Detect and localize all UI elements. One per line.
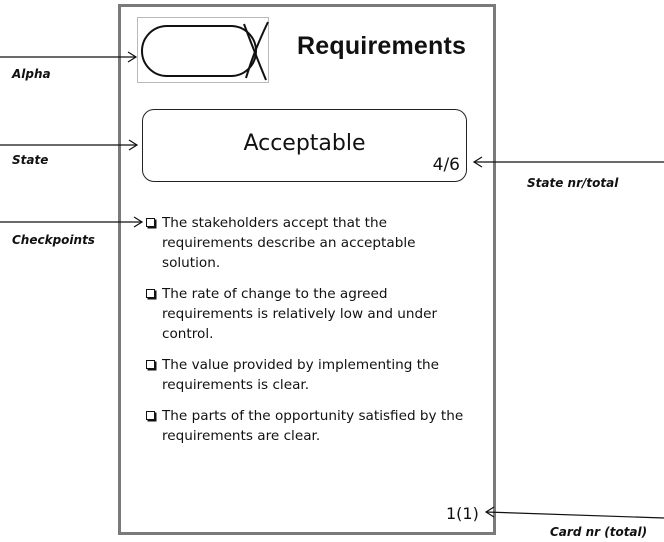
checkpoint-text: The parts of the opportunity satisfied b…: [162, 408, 464, 444]
alpha-state-card: [118, 4, 496, 535]
card-number: 1(1): [446, 504, 479, 523]
checkpoint-text: The rate of change to the agreed require…: [162, 286, 438, 342]
alpha-arrowhead: [127, 51, 138, 63]
alpha-icon: [141, 21, 269, 81]
checkpoint-list: The stakeholders accept that the require…: [146, 213, 466, 457]
annotation-state: State: [12, 153, 49, 167]
annotation-alpha: Alpha: [12, 67, 51, 81]
annotation-checkpoints: Checkpoints: [12, 233, 95, 247]
annotation-state-nr-total: State nr/total: [527, 176, 619, 190]
checkbox-icon: [146, 411, 155, 420]
alpha-icon-frame: [137, 17, 269, 83]
checkpoint-item: The parts of the opportunity satisfied b…: [146, 406, 466, 446]
checkpoint-text: The value provided by implementing the r…: [162, 357, 440, 393]
checkbox-icon: [146, 360, 155, 369]
checkpoint-text: The stakeholders accept that the require…: [162, 215, 416, 271]
checkpoint-item: The stakeholders accept that the require…: [146, 213, 466, 273]
checkbox-icon: [146, 289, 155, 298]
annotation-card-nr-total: Card nr (total): [550, 525, 648, 539]
state-arrowhead: [128, 139, 139, 151]
checkpoint-item: The rate of change to the agreed require…: [146, 284, 466, 344]
checkbox-icon: [146, 218, 155, 227]
state-label: Acceptable: [243, 131, 366, 156]
checkpoint-item: The value provided by implementing the r…: [146, 355, 466, 395]
state-number: 4/6: [432, 155, 460, 175]
state-nr-arrowhead: [472, 156, 483, 168]
card-nr-arrowhead: [484, 506, 495, 518]
card-title: Requirements: [297, 32, 467, 60]
card-nr-arrow: [485, 511, 664, 519]
checkpoints-arrowhead: [133, 216, 144, 228]
state-box: Acceptable 4/6: [142, 109, 467, 182]
